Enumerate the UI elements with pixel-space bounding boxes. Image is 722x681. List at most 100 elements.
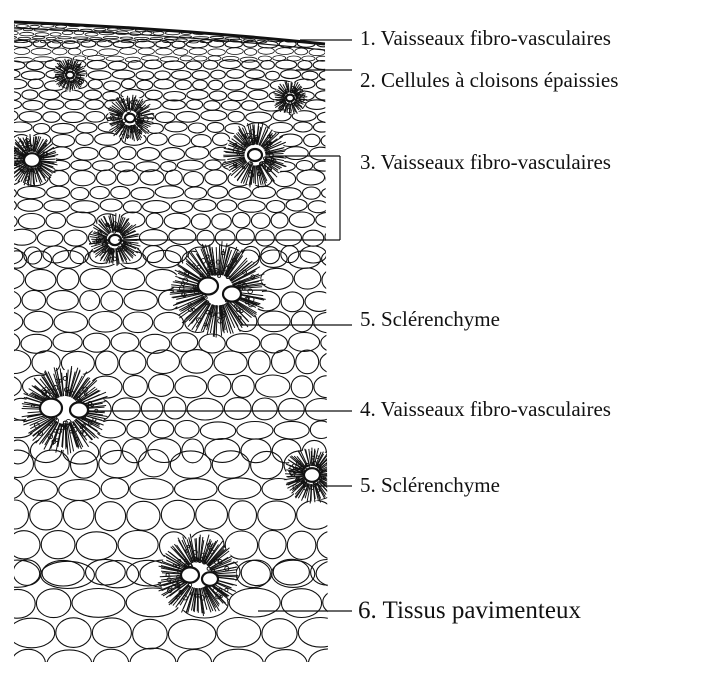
- plant-cell: [314, 161, 332, 171]
- plant-cell: [333, 61, 347, 70]
- plant-cell: [99, 147, 118, 160]
- plant-cell: [9, 618, 55, 648]
- plant-cell: [313, 61, 331, 70]
- plant-cell: [97, 170, 117, 185]
- plant-cell: [46, 37, 56, 39]
- plant-cell: [86, 100, 104, 110]
- plant-cell: [224, 28, 235, 30]
- plant-cell: [80, 268, 111, 289]
- plant-cell: [0, 70, 20, 79]
- plant-cell: [241, 439, 271, 463]
- plant-cell: [214, 351, 247, 375]
- plant-cell: [155, 112, 175, 123]
- plant-cell: [161, 148, 185, 161]
- plant-cell: [208, 375, 231, 397]
- plant-cell: [259, 531, 286, 559]
- plant-cell: [72, 589, 125, 618]
- plant-cell: [281, 292, 304, 312]
- plant-cell: [272, 560, 315, 587]
- plant-cell: [47, 650, 92, 679]
- plant-cell: [5, 79, 27, 89]
- plant-cell: [96, 351, 119, 375]
- plant-cell: [101, 291, 123, 311]
- plant-cell: [96, 561, 139, 588]
- plant-cell: [150, 420, 174, 438]
- plant-cell: [221, 101, 240, 111]
- plant-cell: [193, 80, 208, 90]
- plant-cell: [71, 188, 89, 200]
- vessel: [286, 95, 294, 102]
- plant-cell: [32, 36, 45, 38]
- plant-cell: [119, 351, 146, 375]
- plant-cell: [314, 312, 345, 333]
- plant-cell: [145, 90, 162, 99]
- plant-cell: [169, 229, 196, 245]
- plant-cell: [211, 28, 223, 30]
- plant-cell: [207, 122, 224, 132]
- plant-cell: [184, 25, 196, 28]
- plant-cell: [154, 79, 174, 89]
- plant-cell: [133, 619, 168, 649]
- plant-cell: [298, 618, 343, 648]
- plant-cell: [35, 33, 49, 37]
- plant-cell: [156, 48, 173, 55]
- plant-cell: [14, 48, 30, 55]
- plant-cell: [314, 122, 331, 132]
- plant-cell: [291, 311, 312, 332]
- plant-cell: [319, 71, 335, 80]
- plant-cell: [187, 90, 208, 99]
- plant-cell: [37, 230, 62, 246]
- plant-cell: [314, 28, 327, 30]
- plant-cell: [0, 333, 20, 352]
- plant-cell: [205, 160, 222, 170]
- plant-cell: [175, 421, 199, 439]
- plant-cell: [251, 29, 262, 31]
- plant-cell: [165, 170, 182, 185]
- plant-cell: [192, 71, 209, 80]
- plant-cell: [177, 649, 212, 678]
- plant-cell: [236, 229, 254, 245]
- plant-cell: [271, 213, 288, 228]
- plant-cell: [143, 201, 170, 213]
- plant-cell: [167, 24, 183, 27]
- plant-cell: [296, 161, 312, 171]
- plant-cell: [58, 37, 72, 39]
- plant-cell: [201, 110, 227, 121]
- plant-cell: [316, 91, 337, 100]
- plant-cell: [138, 48, 154, 55]
- plant-cell: [30, 501, 63, 530]
- plant-cell: [44, 200, 70, 212]
- plant-cell: [311, 36, 325, 38]
- plant-cell: [63, 500, 94, 529]
- bundle-cell: [328, 473, 332, 477]
- plant-cell: [229, 588, 280, 617]
- plant-cell: [258, 48, 274, 55]
- plant-cell: [71, 201, 99, 213]
- plant-cell: [71, 160, 91, 170]
- plant-cell: [0, 350, 31, 374]
- plant-cell: [165, 122, 188, 132]
- plant-cell: [123, 375, 147, 397]
- plant-cell: [90, 187, 109, 199]
- plant-cell: [139, 230, 167, 246]
- plant-cell: [18, 37, 31, 39]
- plant-cell: [288, 25, 299, 28]
- plant-cell: [203, 60, 218, 69]
- plant-cell: [213, 649, 263, 678]
- plant-cell: [47, 186, 70, 198]
- plant-cell: [70, 171, 95, 186]
- plant-cell: [149, 374, 174, 396]
- plant-cell: [26, 61, 43, 70]
- plant-cell: [0, 100, 22, 110]
- plant-cell: [258, 311, 290, 332]
- plant-cell: [18, 187, 46, 199]
- plant-cell: [28, 79, 43, 89]
- plant-cell: [64, 230, 87, 246]
- plant-cell: [164, 213, 190, 228]
- plant-cell: [2, 110, 18, 121]
- plant-cell: [100, 440, 121, 464]
- plant-cell: [272, 350, 295, 374]
- plant-cell: [262, 619, 297, 649]
- plant-cell: [224, 80, 245, 90]
